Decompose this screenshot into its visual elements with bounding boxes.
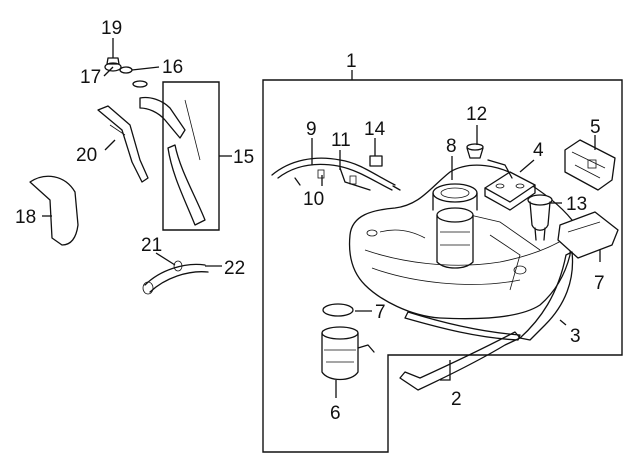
fuel-cap <box>104 57 122 72</box>
callout-12: 12 <box>466 104 487 125</box>
mounting-bracket <box>564 139 616 191</box>
callout-20: 20 <box>76 145 97 166</box>
leader-lines <box>42 38 601 398</box>
callout-14: 14 <box>364 119 386 140</box>
o-ring <box>322 303 354 317</box>
tank-strap-bottom <box>399 331 521 391</box>
callout-13: 13 <box>566 194 587 215</box>
cap-gasket <box>119 66 133 74</box>
fuel-pump-retainer-ring <box>432 183 478 269</box>
callout-1: 1 <box>346 51 357 72</box>
filler-bracket <box>97 105 149 183</box>
filler-hose <box>142 260 209 295</box>
grommet <box>466 143 484 159</box>
callout-7-oring: 7 <box>375 302 386 323</box>
tank-bracket <box>484 159 536 211</box>
callout-18: 18 <box>15 207 36 228</box>
callout-3: 3 <box>570 326 581 347</box>
fuel-gauge-sender <box>527 194 553 241</box>
splash-shield <box>29 175 79 246</box>
tank-strap-front <box>404 311 521 341</box>
callout-7-shield: 7 <box>594 273 605 294</box>
fuel-tank-assembly-frame <box>262 79 623 453</box>
fuel-tank <box>348 164 573 320</box>
callout-21: 21 <box>141 235 162 256</box>
filler-neck <box>132 80 206 226</box>
tube-clip <box>369 155 383 167</box>
fuel-pump <box>321 326 375 381</box>
callout-9: 9 <box>306 119 317 140</box>
heat-shield-right <box>557 211 619 259</box>
callout-8: 8 <box>446 136 457 157</box>
callout-2: 2 <box>451 389 462 410</box>
tank-strap-right <box>519 251 574 341</box>
callout-5: 5 <box>590 117 601 138</box>
callout-19: 19 <box>101 18 122 39</box>
callout-11: 11 <box>331 130 351 151</box>
callout-16: 16 <box>162 57 183 78</box>
callout-17: 17 <box>80 67 101 88</box>
callout-10: 10 <box>303 189 324 210</box>
callout-15: 15 <box>233 147 254 168</box>
callout-6: 6 <box>330 403 341 424</box>
filler-neck-assembly-frame <box>162 81 220 231</box>
callout-4: 4 <box>533 140 544 161</box>
callout-22: 22 <box>224 258 245 279</box>
